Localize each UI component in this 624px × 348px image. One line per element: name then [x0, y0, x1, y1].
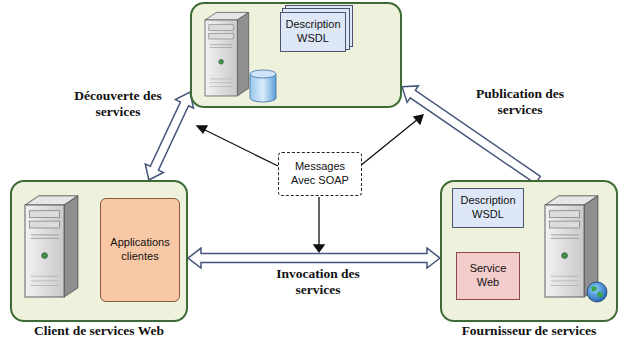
registry-panel: Description WSDL [190, 2, 402, 108]
wsdl-document: Description WSDL [452, 188, 524, 228]
hollow-arrow [145, 92, 193, 180]
panel-heading: Fournisseur de services [422, 323, 624, 339]
box-text: Messages Avec SOAP [282, 160, 358, 188]
edge-label: Découverte des services [68, 88, 168, 120]
database-icon [250, 70, 276, 102]
message-box: Messages Avec SOAP [278, 152, 362, 196]
box-text: Applications clientes [104, 236, 176, 264]
globe-icon [587, 282, 607, 302]
edge-label: Publication des services [468, 86, 572, 118]
box-text: Service Web [460, 262, 516, 290]
application-box: Applications clientes [100, 198, 180, 302]
hollow-arrow [188, 248, 440, 268]
box-text: Description WSDL [456, 194, 520, 222]
service-box: Service Web [456, 252, 520, 300]
server-icon [205, 12, 249, 96]
server-icon [545, 196, 598, 297]
provider-panel: Fournisseur de servicesDescription WSDLS… [440, 180, 618, 322]
server-icon [25, 196, 78, 297]
client-panel: Client de services WebApplications clien… [10, 180, 188, 322]
message-pointer [197, 115, 423, 252]
panel-heading: Client de services Web [0, 323, 206, 339]
wsdl-document: Description WSDL [280, 12, 346, 52]
box-text: Description WSDL [284, 18, 342, 46]
edge-label: Invocation des services [262, 266, 374, 298]
